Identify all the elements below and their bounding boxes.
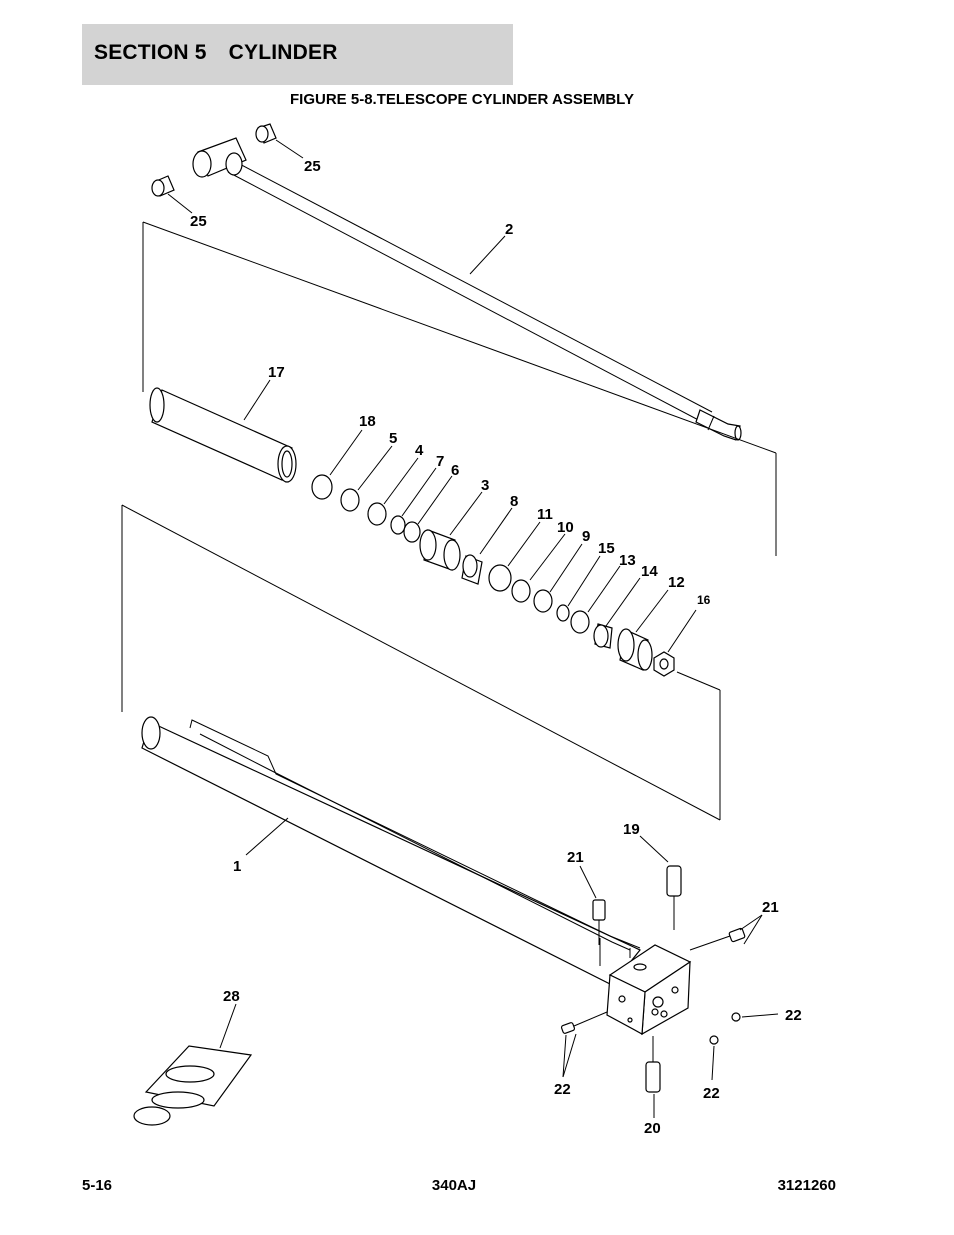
plug-21-right xyxy=(689,927,746,951)
callout-21-right: 21 xyxy=(762,899,779,916)
rod-assembly xyxy=(151,123,742,441)
bushing-lower xyxy=(151,175,175,197)
callouts: 25 25 2 17 18 5 4 7 6 3 8 11 10 9 15 13 … xyxy=(190,158,802,1137)
barrel xyxy=(141,716,641,986)
callout-19: 19 xyxy=(623,821,640,838)
callout-7: 7 xyxy=(436,453,444,470)
seal-kit xyxy=(133,1045,253,1126)
callout-22-right: 22 xyxy=(785,1007,802,1024)
callout-2: 2 xyxy=(505,221,513,238)
callout-11: 11 xyxy=(537,506,553,523)
callout-16: 16 xyxy=(697,593,711,607)
plug-22-left xyxy=(560,1011,608,1034)
callout-20: 20 xyxy=(644,1120,661,1137)
page-number: 5-16 xyxy=(82,1177,113,1194)
callout-17: 17 xyxy=(268,364,285,381)
leader-lines xyxy=(167,139,779,1118)
callout-5: 5 xyxy=(389,430,397,447)
model-number: 340AJ xyxy=(431,1177,477,1194)
valve-block xyxy=(606,944,692,1036)
section-header: SECTION 5 CYLINDER xyxy=(82,24,513,85)
spacer-tube xyxy=(149,387,297,483)
callout-14: 14 xyxy=(641,563,658,580)
callout-12: 12 xyxy=(668,574,685,591)
plug-21-top xyxy=(592,899,606,945)
callout-4: 4 xyxy=(415,442,424,459)
callout-18: 18 xyxy=(359,413,376,430)
callout-6: 6 xyxy=(451,462,459,479)
callout-1: 1 xyxy=(233,858,241,875)
callout-10: 10 xyxy=(557,519,574,536)
callout-3: 3 xyxy=(481,477,489,494)
figure-title: FIGURE 5-8.TELESCOPE CYLINDER ASSEMBLY xyxy=(290,91,634,108)
fitting-19 xyxy=(666,865,682,930)
section-number: SECTION 5 xyxy=(94,41,207,64)
fitting-20 xyxy=(645,1036,661,1093)
callout-9: 9 xyxy=(582,528,590,545)
callout-28: 28 xyxy=(223,988,240,1005)
plug-22-lower-right xyxy=(709,1035,719,1045)
callout-8: 8 xyxy=(510,493,518,510)
callout-21-top: 21 xyxy=(567,849,584,866)
callout-25-lower: 25 xyxy=(190,213,207,230)
callout-25-upper: 25 xyxy=(304,158,321,175)
callout-15: 15 xyxy=(598,540,615,557)
document-number: 3121260 xyxy=(777,1177,836,1194)
callout-22-lower: 22 xyxy=(703,1085,720,1102)
bushing-upper xyxy=(255,123,277,144)
plug-22-right xyxy=(731,1012,741,1022)
seal-stack xyxy=(311,474,675,677)
callout-13: 13 xyxy=(619,552,636,569)
callout-22-left: 22 xyxy=(554,1081,571,1098)
section-title: CYLINDER xyxy=(228,41,338,64)
